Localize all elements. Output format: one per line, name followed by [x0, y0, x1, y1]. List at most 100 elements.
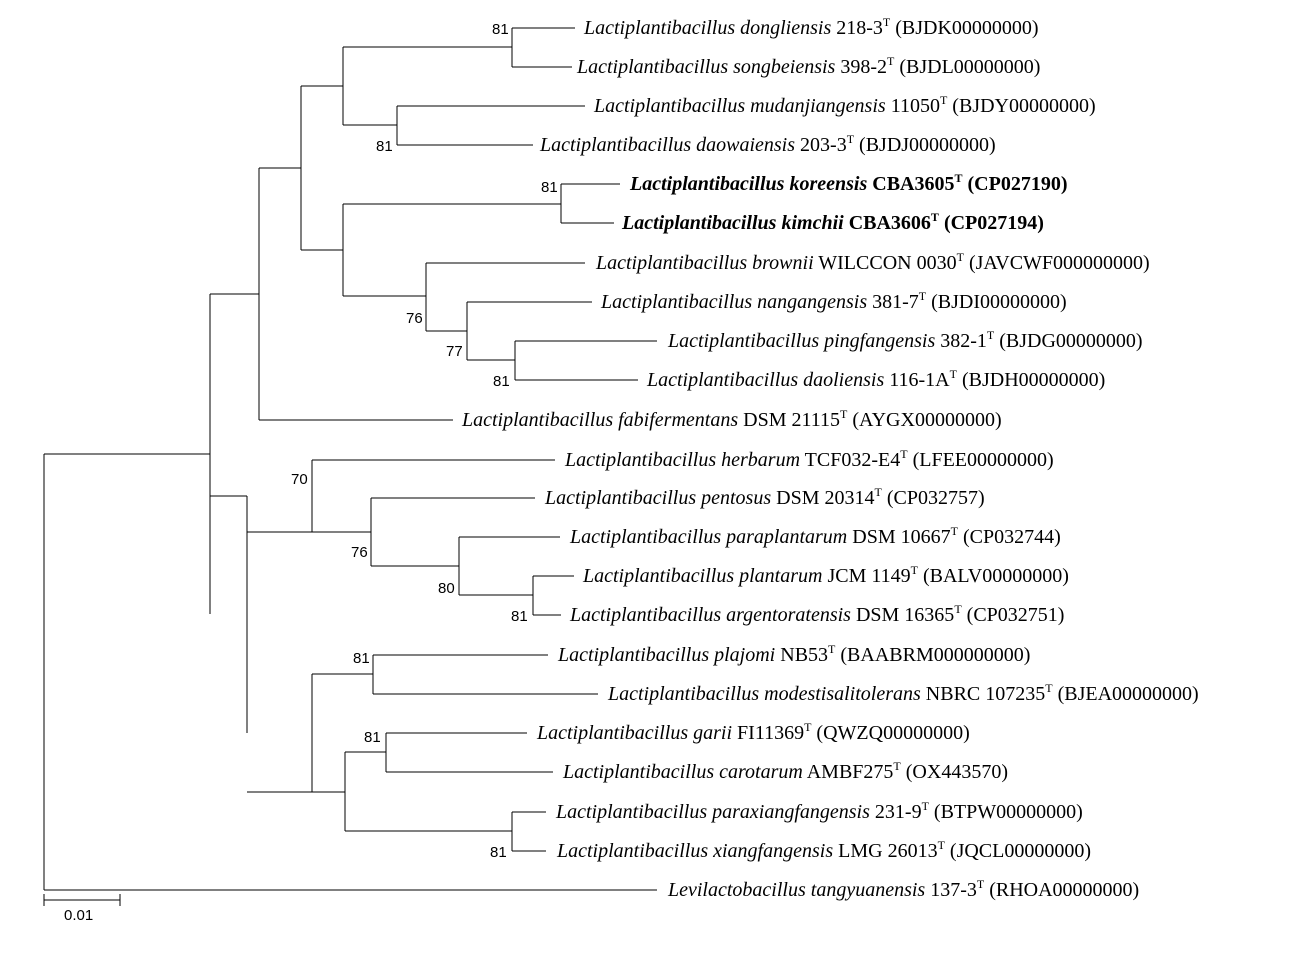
bootstrap-value: 81 [376, 138, 393, 155]
taxon-accession: (BAABRM000000000) [835, 644, 1030, 666]
taxon-label: Lactiplantibacillus daowaiensis 203-3T (… [539, 132, 996, 156]
taxon-label: Levilactobacillus tangyuanensis 137-3T (… [667, 877, 1139, 901]
taxon-strain: DSM 10667 [847, 526, 950, 548]
scale-bar: 0.01 [43, 894, 121, 924]
taxon-genus: Lactiplantibacillus [569, 526, 726, 548]
taxon-strain: FI11369 [732, 722, 804, 744]
type-strain-mark: T [954, 171, 962, 185]
taxon-label: Lactiplantibacillus pentosus DSM 20314T … [544, 485, 985, 509]
bootstrap-value: 81 [511, 608, 528, 625]
taxon-strain: DSM 20314 [771, 487, 874, 509]
taxon-label: Lactiplantibacillus garii FI11369T (QWZQ… [536, 720, 970, 744]
taxon-genus: Lactiplantibacillus [646, 369, 803, 391]
type-strain-mark: T [987, 328, 995, 342]
taxon-species: carotarum [719, 761, 803, 783]
taxon-species: plajomi [712, 644, 775, 666]
taxon-strain: LMG 26013 [833, 840, 937, 862]
taxon-strain: 203-3 [795, 134, 847, 156]
taxon-genus: Lactiplantibacillus [595, 252, 752, 274]
bootstrap-value: 76 [406, 310, 423, 327]
taxon-accession: (BJDI00000000) [926, 291, 1067, 313]
taxon-genus: Lactiplantibacillus [461, 409, 618, 431]
taxon-strain: NBRC 107235 [921, 683, 1045, 705]
taxon-label: Lactiplantibacillus daoliensis 116-1AT (… [646, 367, 1105, 391]
taxon-genus: Lactiplantibacillus [564, 449, 721, 471]
taxon-label: Lactiplantibacillus carotarum AMBF275T (… [562, 759, 1008, 783]
taxon-label: Lactiplantibacillus pingfangensis 382-1T… [667, 328, 1143, 352]
taxon-genus: Lactiplantibacillus [607, 683, 764, 705]
taxon-species: pingfangensis [822, 330, 935, 352]
taxon-species: garii [693, 722, 732, 744]
bootstrap-value: 77 [446, 343, 463, 360]
taxon-strain: 218-3 [831, 17, 883, 39]
taxon-label: Lactiplantibacillus koreensis CBA3605T (… [629, 171, 1067, 195]
taxon-label: Lactiplantibacillus plantarum JCM 1149T … [582, 563, 1069, 587]
type-strain-mark: T [1045, 681, 1053, 695]
taxon-label: Lactiplantibacillus fabifermentans DSM 2… [461, 407, 1002, 431]
taxon-accession: (JAVCWF000000000) [964, 252, 1150, 274]
bootstrap-value: 81 [541, 179, 558, 196]
type-strain-mark: T [900, 447, 908, 461]
taxon-label: Lactiplantibacillus brownii WILCCON 0030… [595, 250, 1150, 274]
bootstrap-value: 76 [351, 544, 368, 561]
type-strain-mark: T [911, 563, 919, 577]
taxon-accession: (QWZQ00000000) [811, 722, 969, 744]
taxon-accession: (CP032757) [882, 487, 985, 509]
taxon-strain: AMBF275 [803, 761, 894, 783]
type-strain-mark: T [874, 485, 882, 499]
taxon-label: Lactiplantibacillus xiangfangensis LMG 2… [556, 838, 1091, 862]
bootstrap-value: 81 [493, 373, 510, 390]
taxon-genus: Lactiplantibacillus [667, 330, 824, 352]
taxon-accession: (BJDY00000000) [947, 95, 1095, 117]
taxon-species: paraplantarum [724, 526, 847, 548]
bootstrap-value: 81 [364, 729, 381, 746]
taxon-label: Lactiplantibacillus paraxiangfangensis 2… [555, 799, 1083, 823]
taxon-strain: 381-7 [867, 291, 919, 313]
taxon-genus: Lactiplantibacillus [621, 212, 781, 234]
taxon-strain: 11050 [886, 95, 940, 117]
taxon-accession: (BJDJ00000000) [854, 134, 996, 156]
taxon-species: songbeiensis [733, 56, 835, 78]
type-strain-mark: T [919, 289, 927, 303]
type-strain-mark: T [922, 799, 930, 813]
taxon-accession: (CP032751) [962, 604, 1065, 626]
taxon-strain: DSM 21115 [738, 409, 840, 431]
taxon-species: koreensis [789, 173, 867, 195]
type-strain-mark: T [828, 642, 836, 656]
taxon-label: Lactiplantibacillus modestisalitolerans … [607, 681, 1199, 705]
taxon-strain: TCF032-E4 [800, 449, 900, 471]
taxon-species: daoliensis [803, 369, 884, 391]
taxon-species: dongliensis [740, 17, 831, 39]
taxon-accession: (CP032744) [958, 526, 1061, 548]
bootstrap-value: 81 [492, 21, 509, 38]
taxon-label: Lactiplantibacillus argentoratensis DSM … [569, 602, 1064, 626]
taxon-accession: (BJDG00000000) [994, 330, 1142, 352]
type-strain-mark: T [847, 132, 855, 146]
taxon-genus: Lactiplantibacillus [536, 722, 693, 744]
taxon-label: Lactiplantibacillus songbeiensis 398-2T … [576, 54, 1040, 78]
taxon-label: Lactiplantibacillus paraplantarum DSM 10… [569, 524, 1061, 548]
taxon-label: Lactiplantibacillus plajomi NB53T (BAABR… [557, 642, 1030, 666]
taxon-accession: (BJDK00000000) [890, 17, 1038, 39]
taxon-strain: CBA3606 [844, 212, 931, 234]
taxon-species: mudanjiangensis [750, 95, 886, 117]
taxon-accession: (LFEE00000000) [908, 449, 1054, 471]
taxon-genus: Lactiplantibacillus [562, 761, 719, 783]
taxon-species: herbarum [721, 449, 800, 471]
taxon-strain: JCM 1149 [822, 565, 910, 587]
type-strain-mark: T [977, 877, 985, 891]
type-strain-mark: T [887, 54, 895, 68]
type-strain-mark: T [940, 93, 948, 107]
taxon-genus: Lactiplantibacillus [593, 95, 750, 117]
taxon-species: brownii [752, 252, 814, 274]
tree-branches [43, 27, 657, 891]
taxon-strain: NB53 [775, 644, 828, 666]
taxon-strain: CBA3605 [867, 173, 954, 195]
taxon-genus: Lactiplantibacillus [629, 173, 789, 195]
type-strain-mark: T [951, 524, 959, 538]
taxon-strain: 398-2 [835, 56, 887, 78]
taxon-label: Lactiplantibacillus nangangensis 381-7T … [600, 289, 1067, 313]
type-strain-mark: T [950, 367, 958, 381]
